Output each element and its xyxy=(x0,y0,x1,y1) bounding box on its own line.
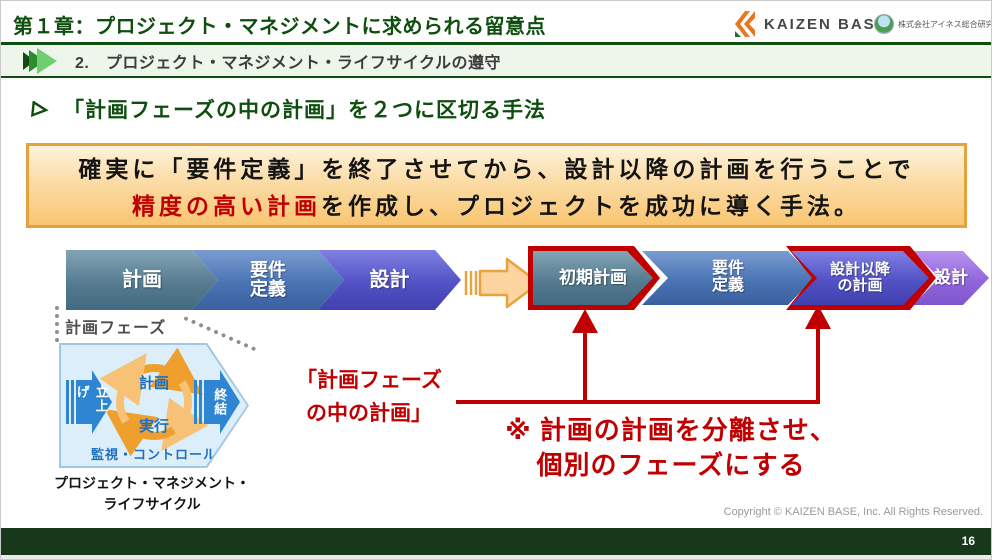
slide-heading-text: 「計画フェーズの中の計画」を２つに区切る手法 xyxy=(63,99,546,122)
ines-logo: 株式会社アイネス総合研究所 xyxy=(874,14,992,34)
lifecycle-close-arrow: 終結 xyxy=(194,368,240,436)
flow-after-step-initial-plan: 初期計画 xyxy=(528,246,660,310)
step-label: 設計 xyxy=(934,268,968,288)
step-label: 初期計画 xyxy=(559,267,627,287)
footer-bar: 16 xyxy=(1,528,991,555)
triple-chevron-icon xyxy=(23,47,57,74)
page-title: 第１章：プロジェクト・マネジメントに求められる留意点 xyxy=(13,16,546,38)
step-label: 定義 xyxy=(711,277,744,294)
separation-note: ※ 計画の計画を分離させ、 個別のフェーズにする xyxy=(456,413,886,483)
lifecycle-start-arrow: 立上げ xyxy=(66,368,112,436)
heading-arrow-icon xyxy=(31,100,49,117)
kaizen-base-logo: KAIZEN BASE xyxy=(734,11,888,37)
plan-in-plan-callout: 「計画フェーズ の中の計画」 xyxy=(271,365,467,430)
kaizen-logo-icon xyxy=(735,11,755,37)
phase-label: 計画フェーズ xyxy=(65,320,167,337)
ines-logo-text: 株式会社アイネス総合研究所 xyxy=(898,19,992,29)
note-line2: 個別のフェーズにする xyxy=(536,450,806,481)
section-title: 2. プロジェクト・マネジメント・ライフサイクルの遵守 xyxy=(75,54,502,72)
section-bar: 2. プロジェクト・マネジメント・ライフサイクルの遵守 xyxy=(1,45,991,78)
key-message-box: 確実に「要件定義」を終了させてから、設計以降の計画を行うことで 精度の高い計画を… xyxy=(26,143,967,228)
step-label: 設計 xyxy=(369,268,410,291)
cycle-arrows-icon xyxy=(99,347,209,457)
transfer-arrow-icon xyxy=(464,257,541,309)
page-number: 16 xyxy=(961,534,975,548)
flow-after-step-requirements: 要件 定義 xyxy=(642,251,814,305)
key-message-red-text: 精度の高い計画 xyxy=(132,193,321,219)
ines-logo-icon xyxy=(874,14,894,34)
note-line1: ※ 計画の計画を分離させ、 xyxy=(505,415,837,445)
step-label: の計画 xyxy=(837,277,883,294)
diagram-caption: プロジェクト・マネジメント・ ライフサイクル xyxy=(29,473,275,515)
flow-before-step-plan: 計画 xyxy=(66,250,218,310)
key-message-line2-rest: を作成し、プロジェクトを成功に導く手法。 xyxy=(321,193,861,219)
step-label: 計画 xyxy=(122,268,162,291)
cycle-plan-label: 計画 xyxy=(138,375,169,392)
title-underline xyxy=(1,42,991,45)
key-message-line1: 確実に「要件定義」を終了させてから、設計以降の計画を行うことで xyxy=(78,156,915,182)
lifecycle-diagram: 計画 実行 監視・コントロール 立上げ xyxy=(59,343,249,468)
step-label: 定義 xyxy=(250,279,286,299)
cycle-execute-label: 実行 xyxy=(138,418,169,435)
bottom-strip xyxy=(1,555,991,559)
lifecycle-start-label: 立上げ xyxy=(74,385,109,413)
callout-line1: 「計画フェーズ xyxy=(296,369,442,392)
lifecycle-close-label: 終結 xyxy=(212,388,228,416)
diagram-caption-line2: ライフサイクル xyxy=(103,496,201,512)
step-label: 要件 xyxy=(711,260,744,278)
copyright-text: Copyright © KAIZEN BASE, Inc. All Rights… xyxy=(723,506,983,518)
step-label: 要件 xyxy=(250,260,286,281)
key-message-line2: 精度の高い計画を作成し、プロジェクトを成功に導く手法。 xyxy=(132,187,861,221)
kaizen-logo-text: KAIZEN BASE xyxy=(764,15,888,33)
step-label: 設計以降 xyxy=(829,260,890,278)
callout-line2: の中の計画」 xyxy=(306,401,432,425)
slide-heading: 「計画フェーズの中の計画」を２つに区切る手法 xyxy=(31,94,546,124)
diagram-caption-line1: プロジェクト・マネジメント・ xyxy=(54,475,250,491)
phase-callout-line xyxy=(55,306,59,342)
striped-arrow-icon xyxy=(194,370,240,434)
striped-arrow-icon xyxy=(66,370,112,434)
cycle-monitor-label: 監視・コントロール xyxy=(90,447,217,462)
